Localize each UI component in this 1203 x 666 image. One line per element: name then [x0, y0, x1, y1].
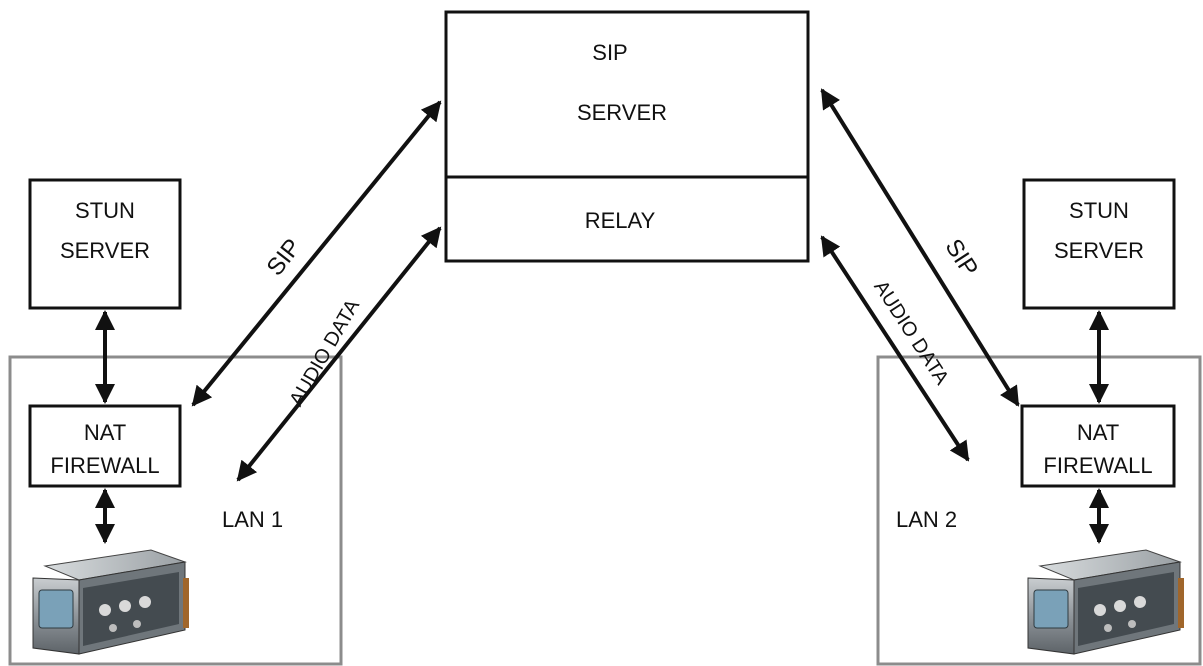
right-audio-device-icon — [1027, 549, 1184, 655]
left-audio-device-icon — [32, 549, 189, 655]
right-nat-label-line2: FIREWALL — [1043, 453, 1152, 478]
right-stun-server-box: STUN SERVER — [1022, 178, 1176, 310]
lan-1-label: LAN 1 — [222, 507, 283, 532]
right-stun-label-line2: SERVER — [1054, 238, 1144, 263]
right-nat-firewall-box: NAT FIREWALL — [1020, 404, 1176, 488]
sip-server-label-line1: SIP — [592, 40, 627, 65]
left-nat-label-line1: NAT — [84, 420, 126, 445]
left-stun-label-line2: SERVER — [60, 238, 150, 263]
lan-2-boundary — [876, 355, 1202, 666]
left-stun-server-box: STUN SERVER — [28, 178, 182, 310]
left-audio-data-arrow — [236, 226, 442, 482]
right-audio-data-arrow — [820, 235, 970, 462]
left-nat-firewall-box: NAT FIREWALL — [28, 404, 182, 488]
left-audio-data-label: AUDIO DATA — [285, 295, 364, 410]
left-stun-label-line1: STUN — [75, 198, 135, 223]
relay-label: RELAY — [585, 208, 656, 233]
sip-server-label-line2: SERVER — [577, 100, 667, 125]
lan-2-label: LAN 2 — [896, 507, 957, 532]
left-nat-label-line2: FIREWALL — [50, 453, 159, 478]
right-sip-label: SIP — [939, 234, 983, 281]
sip-server-box: SIP SERVER — [444, 10, 810, 179]
relay-box: RELAY — [444, 175, 810, 263]
right-nat-label-line1: NAT — [1077, 420, 1119, 445]
right-stun-label-line1: STUN — [1069, 198, 1129, 223]
lan-1-boundary — [8, 355, 343, 666]
